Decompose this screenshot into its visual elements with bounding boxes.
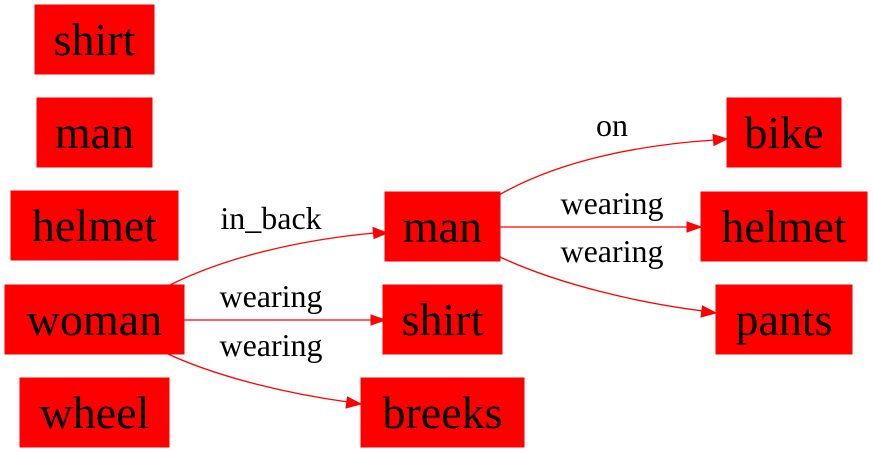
node-label: shirt <box>402 294 484 345</box>
node-box <box>34 4 155 75</box>
node-box <box>726 97 842 168</box>
edge-label-wearing: wearing <box>560 185 663 221</box>
node-label: man <box>55 107 134 158</box>
node-box <box>10 190 179 261</box>
node-label: helmet <box>32 200 157 251</box>
node-woman[interactable]: woman <box>4 284 185 355</box>
node-box <box>4 284 185 355</box>
node-label: helmet <box>721 201 846 252</box>
node-helmet[interactable]: helmet <box>10 190 179 261</box>
node-pants[interactable]: pants <box>715 284 853 355</box>
node-man[interactable]: man <box>36 97 153 168</box>
edge-line <box>499 256 704 312</box>
node-bike[interactable]: bike <box>726 97 842 168</box>
node-label: bike <box>744 107 823 158</box>
edge-line <box>498 139 715 196</box>
node-box <box>36 97 153 168</box>
node-label: wheel <box>40 387 150 438</box>
edge-man-wearing-pants: wearing <box>499 233 718 318</box>
node-box <box>384 191 501 262</box>
edge-line <box>167 353 349 403</box>
node-label: breeks <box>382 387 502 438</box>
node-box <box>19 377 170 448</box>
edges: in_back wearing wearing on <box>167 107 729 409</box>
edge-label-in-back: in_back <box>220 200 321 236</box>
edge-arrowhead <box>345 396 363 409</box>
node-label: woman <box>27 294 162 345</box>
node-label: man <box>403 201 482 252</box>
edge-woman-wearing-shirt: wearing <box>184 278 387 326</box>
node-box <box>360 377 525 448</box>
node-box <box>700 191 868 262</box>
node-shirt[interactable]: shirt <box>34 4 155 75</box>
edge-arrowhead <box>712 133 729 147</box>
edge-arrowhead <box>700 305 718 318</box>
edge-label-wearing: wearing <box>219 278 322 314</box>
node-label: shirt <box>54 14 136 65</box>
edge-label-wearing: wearing <box>219 327 322 363</box>
node-box <box>715 284 853 355</box>
edge-arrowhead <box>370 314 387 326</box>
node-wheel[interactable]: wheel <box>19 377 170 448</box>
edge-woman-in-back-man: in_back <box>167 200 389 287</box>
edge-man-wearing-helmet: wearing <box>500 185 703 233</box>
edge-label-on: on <box>596 107 628 143</box>
node-man[interactable]: man <box>384 191 501 262</box>
edge-arrowhead <box>686 221 703 233</box>
nodes: shirt man helmet woman wheel man <box>4 4 868 448</box>
node-shirt[interactable]: shirt <box>382 284 503 355</box>
edge-woman-wearing-breeks: wearing <box>167 327 363 409</box>
node-breeks[interactable]: breeks <box>360 377 525 448</box>
edge-line <box>167 232 375 287</box>
node-label: pants <box>735 294 832 345</box>
node-box <box>382 284 503 355</box>
node-helmet[interactable]: helmet <box>700 191 868 262</box>
edge-man-on-bike: on <box>498 107 729 196</box>
edge-label-wearing: wearing <box>560 233 663 269</box>
edge-arrowhead <box>372 226 389 240</box>
